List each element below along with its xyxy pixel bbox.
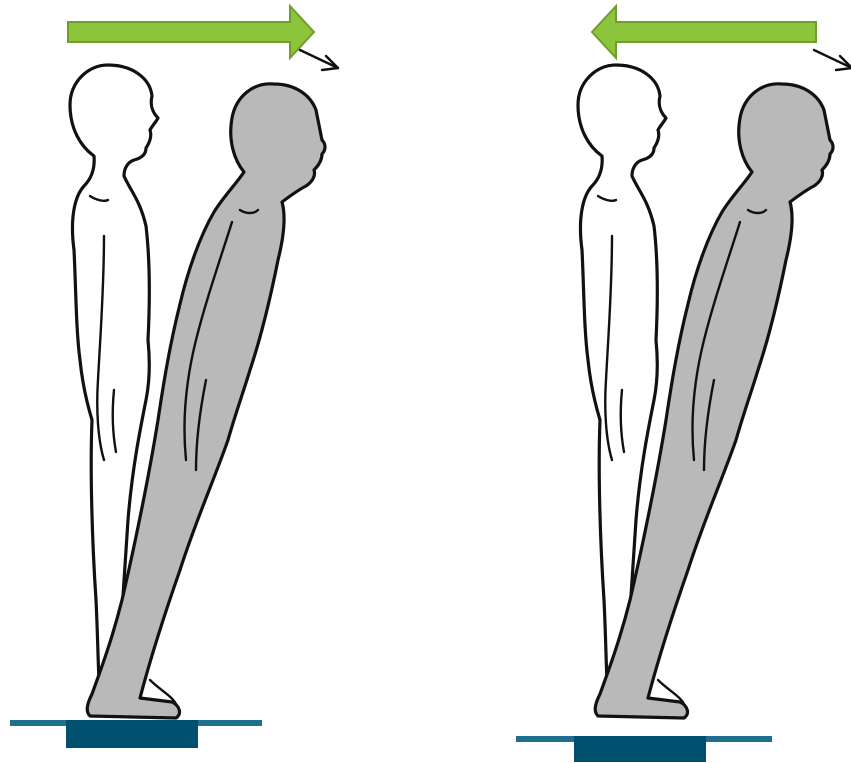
panel-backward-shift <box>516 6 851 762</box>
tilt-indicator-icon <box>814 50 851 70</box>
arrow-left-icon <box>592 6 816 58</box>
force-platform <box>516 736 772 762</box>
arrow-right-icon <box>68 6 314 58</box>
force-platform <box>10 720 262 748</box>
tilt-indicator-icon <box>300 50 338 70</box>
panel-forward-shift <box>10 6 338 748</box>
